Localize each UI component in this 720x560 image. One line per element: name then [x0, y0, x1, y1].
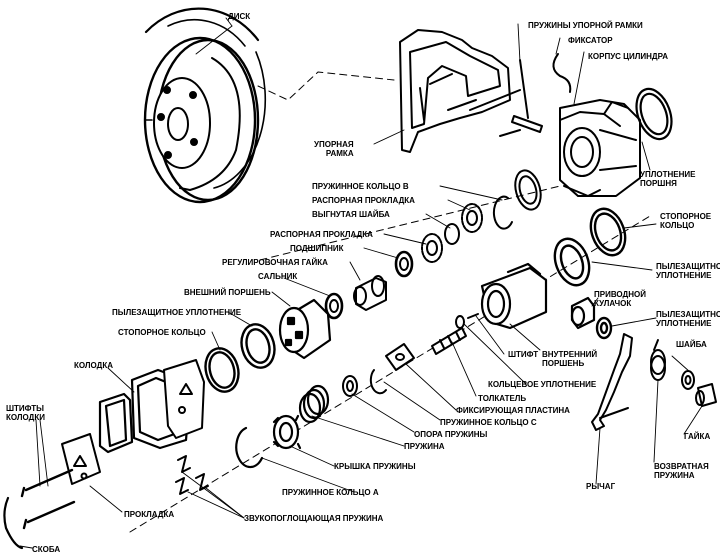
label-spring-seat: ОПОРА ПРУЖИНЫ [414, 430, 488, 439]
label-outer-piston: ВНЕШНИЙ ПОРШЕНЬ [184, 288, 271, 297]
label-shim: ПРОКЛАДКА [124, 510, 175, 519]
label-adjusting-nut: РЕГУЛИРОВОЧНАЯ ГАЙКА [222, 258, 328, 267]
spring-cover [272, 414, 302, 450]
frame-springs [499, 59, 543, 137]
piston-seal-ring [635, 87, 673, 141]
label-convex-washer: ВЫГНУТАЯ ШАЙБА [312, 210, 390, 219]
label-dust-seal-1: ПЫЛЕЗАЩИТНОЕ УПЛОТНЕНИЕ [656, 262, 720, 280]
label-spring-ring-b: ПРУЖИННОЕ КОЛЬЦО В [312, 182, 409, 191]
dust-seal-cam [595, 316, 613, 340]
label-pad: КОЛОДКА [74, 361, 113, 370]
coil-spring [298, 384, 330, 424]
lever [591, 333, 633, 431]
label-dust-seal-3: ПЫЛЕЗАЩИТНОЕ УПЛОТНЕНИЕ [656, 310, 720, 328]
label-frame-springs: ПРУЖИНЫ УПОРНОЙ РАМКИ [528, 21, 643, 30]
retainer-clip [552, 53, 572, 93]
disc-shield [179, 57, 241, 191]
label-nut: ГАЙКА [684, 432, 711, 441]
outer-piston [278, 298, 332, 360]
clip [3, 496, 24, 550]
label-lever: РЫЧАГ [586, 482, 616, 491]
cylinder-body [559, 99, 641, 197]
brake-disc [143, 7, 267, 204]
pad-pins [20, 468, 76, 530]
leader-lines [19, 17, 703, 549]
label-retainer: ФИКСАТОР [568, 36, 613, 45]
label-bearing: ПОДШИПНИК [290, 244, 344, 253]
stop-ring-large [589, 207, 627, 257]
stop-ring-left [204, 347, 240, 393]
label-washer: ШАЙБА [676, 340, 707, 349]
spring-ring-a [235, 426, 264, 469]
nut-part [695, 383, 717, 407]
spring-seat [342, 375, 358, 397]
label-stop-ring-2: СТОПОРНОЕ КОЛЬЦО [118, 328, 206, 337]
label-clip: СКОБА [32, 545, 61, 554]
label-support-frame: УПОРНАЯ РАМКА [314, 140, 354, 158]
washer-part [681, 370, 695, 390]
label-spring: ПРУЖИНА [404, 442, 445, 451]
label-pad-pins: ШТИФТЫ КОЛОДКИ [6, 404, 45, 422]
label-cylinder-body: КОРПУС ЦИЛИНДРА [588, 52, 669, 61]
label-pushrod: ТОЛКАТЕЛЬ [478, 394, 527, 403]
inner-piston [480, 262, 548, 330]
label-pin: ШТИФТ [508, 350, 539, 359]
dust-seal-right [553, 237, 591, 287]
anti-squeal-springs [175, 455, 209, 495]
label-disk: ДИСК [228, 12, 251, 21]
drive-cam [570, 296, 596, 330]
label-spring-ring-c: ПРУЖИННОЕ КОЛЬЦО С [440, 418, 537, 427]
label-spacer-plate-1: РАСПОРНАЯ ПРОКЛАДКА [312, 196, 415, 205]
label-stop-ring-1: СТОПОРНОЕ КОЛЬЦО [660, 212, 712, 230]
support-frame [399, 29, 521, 153]
label-anti-squeal-spring: ЗВУКОПОГЛОЩАЮЩАЯ ПРУЖИНА [244, 514, 384, 523]
pad-shim-lower [61, 433, 101, 485]
return-spring [650, 339, 666, 381]
adjuster-assembly [324, 275, 387, 320]
label-spring-ring-a: ПРУЖИННОЕ КОЛЬЦО А [282, 488, 379, 497]
label-inner-piston: ВНУТРЕННИЙ ПОРШЕНЬ [542, 350, 598, 368]
label-oil-seal: САЛЬНИК [258, 272, 298, 281]
pin-and-ring [455, 313, 479, 329]
pushrod [431, 327, 467, 355]
label-dust-seal-2: ПЫЛЕЗАЩИТНОЕ УПЛОТНЕНИЕ [112, 308, 242, 317]
label-lock-plate: ФИКСИРУЮЩАЯ ПЛАСТИНА [456, 406, 570, 415]
label-piston-seal: УПЛОТНЕНИЕ ПОРШНЯ [640, 170, 696, 188]
upper-ring-chain [394, 169, 542, 278]
label-drive-cam: ПРИВОДНОЙ КУЛАЧОК [594, 290, 646, 308]
pad-shim [163, 359, 205, 439]
spring-ring-c [369, 369, 387, 395]
label-ring-seal: КОЛЬЦЕВОЕ УПЛОТНЕНИЕ [488, 380, 597, 389]
label-return-spring: ВОЗВРАТНАЯ ПРУЖИНА [654, 462, 709, 480]
dust-seal-left [240, 323, 276, 369]
label-spring-cover: КРЫШКА ПРУЖИНЫ [334, 462, 416, 471]
label-spacer-plate-2: РАСПОРНАЯ ПРОКЛАДКА [270, 230, 373, 239]
lock-plate [385, 343, 415, 371]
